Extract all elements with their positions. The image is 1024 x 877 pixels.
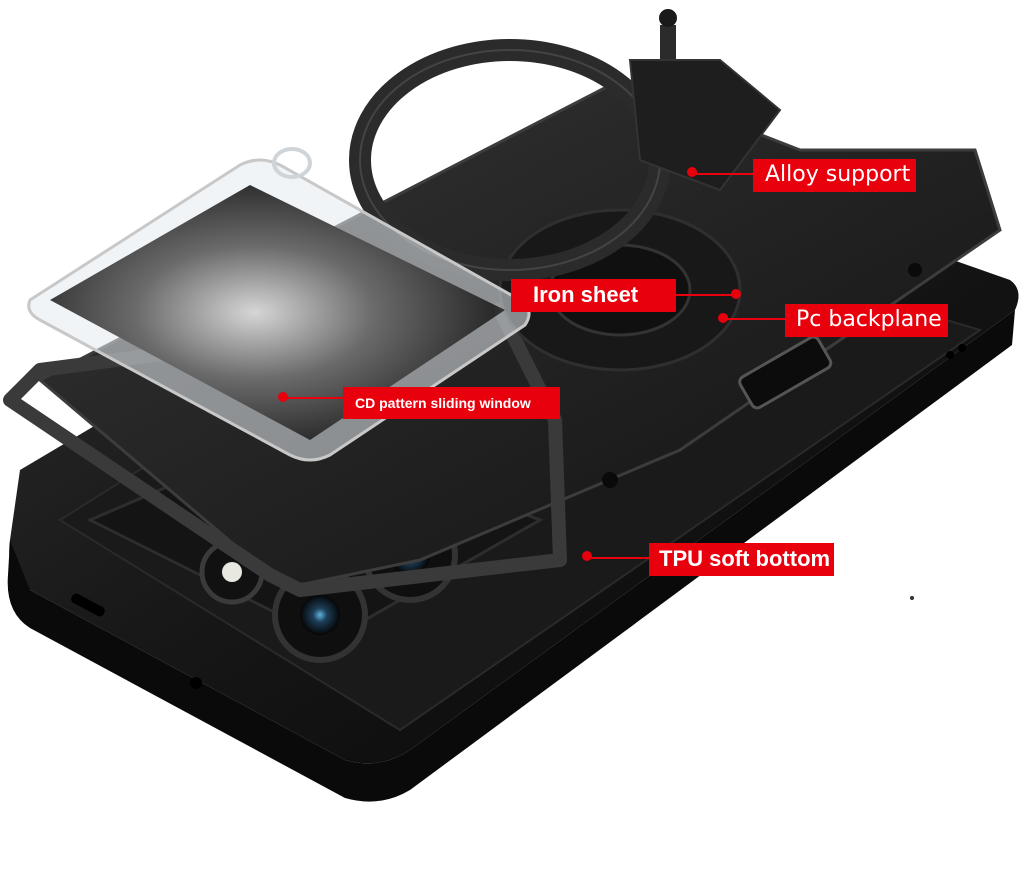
callout-label: Alloy support <box>753 159 916 192</box>
callout-label: TPU soft bottom <box>649 543 834 576</box>
callout-label: CD pattern sliding window <box>343 387 560 419</box>
callout-line <box>695 173 753 175</box>
callout-dot <box>582 551 592 561</box>
callout-dot <box>687 167 697 177</box>
callout-line <box>287 397 343 399</box>
callout-line <box>727 318 785 320</box>
callout-dot <box>718 313 728 323</box>
callout-line <box>591 557 649 559</box>
callout-label: Pc backplane <box>785 304 948 337</box>
callout-dot <box>731 289 741 299</box>
cd-pattern-window <box>27 147 531 462</box>
alloy-support-ring <box>349 9 782 281</box>
callout-line <box>676 294 732 296</box>
callout-dot <box>278 392 288 402</box>
callout-label: Iron sheet <box>511 279 676 312</box>
